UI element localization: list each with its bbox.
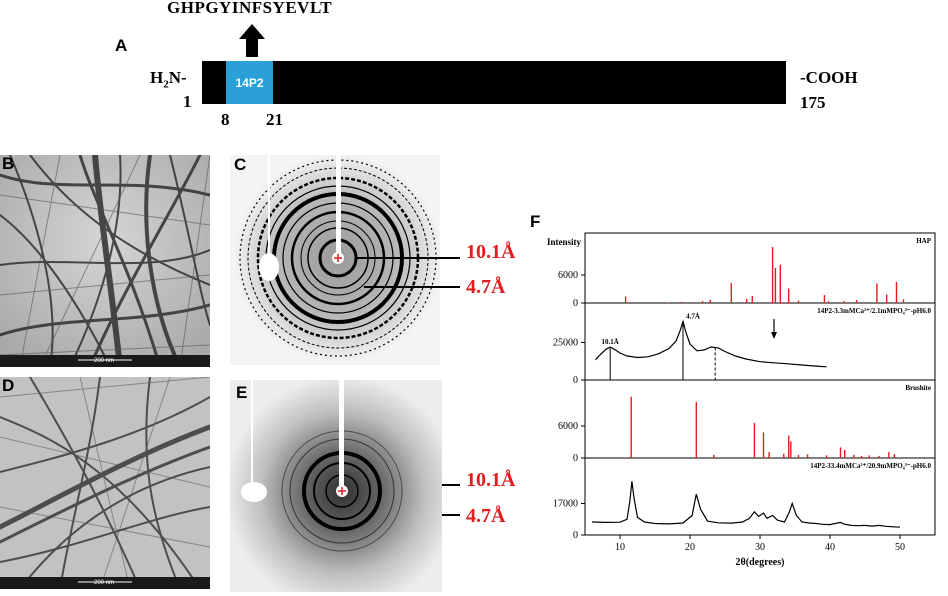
tem-fibers-b <box>0 155 210 367</box>
y-tick-label: 0 <box>573 453 578 464</box>
c-terminus-number: 175 <box>800 93 826 112</box>
panel-b-letter: B <box>2 154 15 173</box>
panel-f-letter: F <box>530 212 541 231</box>
diffraction-image-e <box>230 380 442 592</box>
y-tick-label: 17000 <box>553 499 578 510</box>
x-tick-label: 40 <box>825 542 835 553</box>
y-tick-label: 0 <box>573 530 578 541</box>
reflection-label: 10.1Å <box>602 338 619 346</box>
ring-label-10-1-e: 10.1Å <box>466 469 516 491</box>
x-tick-label: 10 <box>615 542 625 553</box>
y-tick-label: 6000 <box>558 421 578 432</box>
c-terminus-label: -COOH <box>800 68 858 87</box>
panel-e-letter: E <box>236 383 248 402</box>
panel-c-letter: C <box>234 155 247 174</box>
xrd-chart: Intensity 10 20 30 40 50 2θ(degrees) 0 6000 HAP 0 2… <box>547 232 936 568</box>
y-tick-label: 0 <box>573 298 578 309</box>
y-axis-label: Intensity <box>547 237 582 247</box>
series-label: 14P2-3.3mMCa²⁺/2.1mMPO₄³⁻-pH6.0 <box>817 307 931 315</box>
y-tick-label: 0 <box>573 375 578 386</box>
x-axis-label: 2θ(degrees) <box>736 557 785 568</box>
plot-frame <box>584 232 936 536</box>
tem-image-d: 200 nm <box>0 377 210 589</box>
segment-14p2: 14P2 <box>226 61 273 104</box>
segment-end-number: 21 <box>266 110 283 129</box>
diffraction-image-c <box>230 155 440 365</box>
series-label: HAP <box>916 237 932 245</box>
diffraction-rings-e <box>230 380 442 592</box>
down-arrow-icon <box>771 332 777 339</box>
y-tick-label: 25000 <box>553 338 578 349</box>
series-label: 14P2-33.4mMCa²⁺/20.9mMPO₄³⁻-pH6.0 <box>810 462 931 470</box>
x-tick-label: 30 <box>755 542 765 553</box>
protein-bar <box>202 61 786 104</box>
ring-label-4-7-e: 4.7Å <box>466 505 506 527</box>
n-terminus-label: H2N- <box>150 68 187 91</box>
x-tick-label: 50 <box>895 542 905 553</box>
n-terminus-number: 1 <box>183 92 192 111</box>
up-arrow-icon <box>239 24 265 57</box>
diffraction-rings-c <box>230 155 440 365</box>
y-tick-label: 6000 <box>558 270 578 281</box>
xrd-curve <box>595 319 827 368</box>
scale-label-d: 200 nm <box>94 580 115 586</box>
scale-label-b: 200 nm <box>94 358 115 364</box>
panel-d-letter: D <box>2 376 15 395</box>
tem-image-b: 200 nm <box>0 155 210 367</box>
ring-label-10-1-c: 10.1Å <box>466 241 516 263</box>
peptide-sequence: GHPGYINFSYEVLT <box>167 0 333 17</box>
segment-start-number: 8 <box>221 110 230 129</box>
x-tick-label: 20 <box>685 542 695 553</box>
panel-a-letter: A <box>115 36 128 55</box>
ring-label-4-7-c: 4.7Å <box>466 276 506 298</box>
series-label: Brushite <box>905 384 931 392</box>
xrd-curve <box>591 481 901 528</box>
tem-fibers-d <box>0 377 210 589</box>
reflection-label: 4.7Å <box>686 313 700 321</box>
